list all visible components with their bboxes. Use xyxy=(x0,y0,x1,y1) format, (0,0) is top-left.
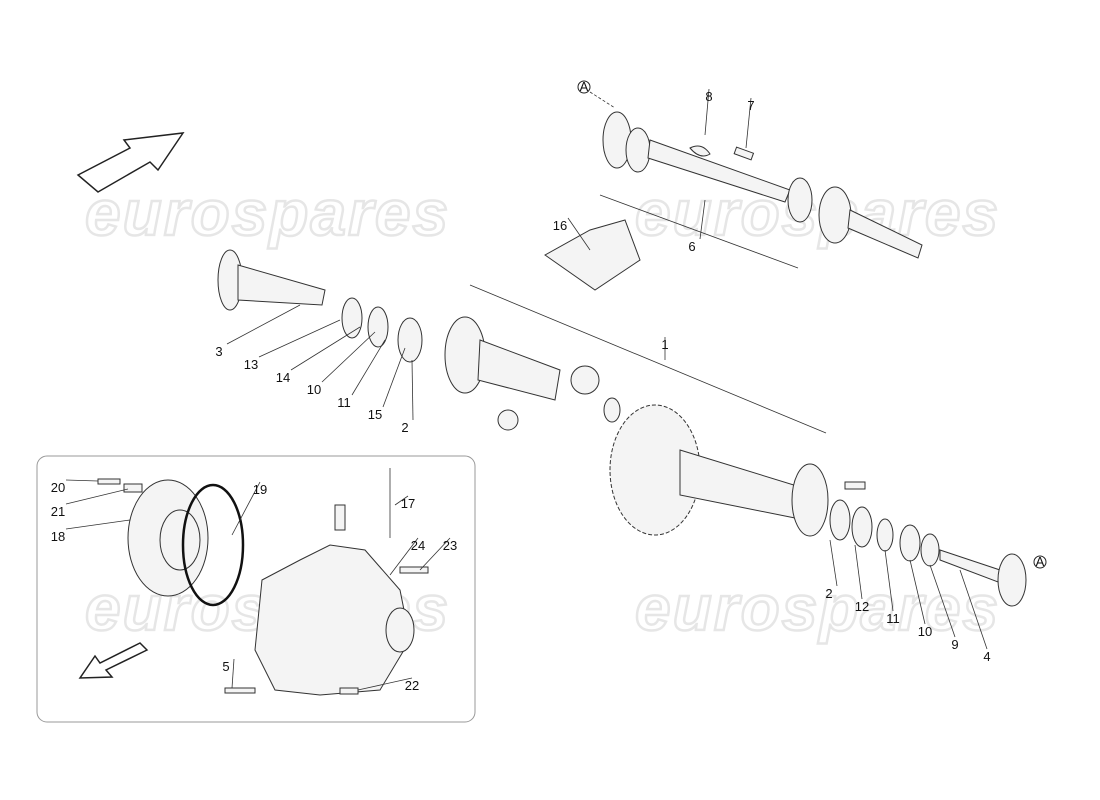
callout-8: 8 xyxy=(705,89,712,104)
direction-arrow-backward-icon xyxy=(78,642,149,679)
direction-arrow-forward-icon xyxy=(76,132,185,193)
leader-line xyxy=(231,481,261,536)
callout-13: 13 xyxy=(244,357,258,372)
watermark: eurospares xyxy=(85,177,450,249)
pin-part-5 xyxy=(224,687,256,694)
leader-line xyxy=(65,519,131,530)
callout-6: 6 xyxy=(688,239,695,254)
callout-19: 19 xyxy=(253,482,267,497)
leader-line xyxy=(351,339,386,396)
callout-17: 17 xyxy=(401,496,415,511)
callout-20: 20 xyxy=(51,480,65,495)
callout-15: 15 xyxy=(368,407,382,422)
housing-inset-panel xyxy=(36,455,476,723)
leader-line xyxy=(231,658,235,689)
callout-7: 7 xyxy=(747,98,754,113)
callout-9: 9 xyxy=(951,637,958,652)
reference-mark-a: A xyxy=(1036,554,1045,569)
leader-line xyxy=(854,544,863,600)
watermark: eurospares xyxy=(635,572,1000,644)
leader-line xyxy=(321,331,376,383)
reference-mark-a-icon xyxy=(1033,555,1047,569)
bolt-part-22 xyxy=(339,687,359,695)
callout-18: 18 xyxy=(51,529,65,544)
leader-line xyxy=(290,326,361,371)
group-bracket-line xyxy=(469,284,827,434)
leader-line xyxy=(411,359,414,421)
washer-part-21 xyxy=(123,483,143,493)
leader-line xyxy=(829,539,838,587)
callout-4: 4 xyxy=(983,649,990,664)
clip-part-8 xyxy=(689,145,711,157)
callout-2: 2 xyxy=(401,420,408,435)
bolt-part-20 xyxy=(97,478,121,485)
group-bracket-line xyxy=(599,194,799,269)
leader-line xyxy=(258,319,341,358)
halfshaft-part-6 xyxy=(602,111,923,259)
callout-11: 11 xyxy=(886,611,900,626)
callout-14: 14 xyxy=(276,370,290,385)
reference-mark-a-icon xyxy=(577,80,591,94)
callout-1: 1 xyxy=(661,337,668,352)
bearing-rings-left xyxy=(341,297,423,363)
watermark: eurospares xyxy=(635,177,1000,249)
leader-line xyxy=(65,479,99,482)
leader-line xyxy=(745,97,752,149)
gearbox-housing xyxy=(254,544,415,696)
leader-line xyxy=(394,495,409,506)
leader-line xyxy=(929,564,956,638)
leader-line xyxy=(884,549,894,612)
bolt-part-23 xyxy=(399,566,429,574)
callout-3: 3 xyxy=(215,344,222,359)
callout-11: 11 xyxy=(337,395,351,410)
leader-line xyxy=(567,217,591,251)
leader-line xyxy=(699,199,706,240)
callout-24: 24 xyxy=(411,538,425,553)
ring-gear xyxy=(609,404,866,537)
callout-22: 22 xyxy=(405,678,419,693)
leader-line xyxy=(909,559,926,625)
callout-10: 10 xyxy=(307,382,321,397)
o-ring-part-19 xyxy=(181,483,245,607)
bearing-rings-right xyxy=(829,499,940,567)
bolt-part-7 xyxy=(733,146,755,161)
callout-10: 10 xyxy=(918,624,932,639)
callout-2: 2 xyxy=(825,586,832,601)
leader-line xyxy=(357,677,413,691)
leader-line xyxy=(65,488,129,505)
leader-line xyxy=(419,537,451,571)
output-shaft-part-4 xyxy=(939,549,1027,607)
callout-21: 21 xyxy=(51,504,65,519)
leader-line xyxy=(382,347,406,408)
leader-line xyxy=(226,304,301,345)
callout-16: 16 xyxy=(553,218,567,233)
differential-case-left xyxy=(444,316,621,431)
sensor-part-17 xyxy=(334,504,346,531)
heat-shield-part-16 xyxy=(544,219,641,291)
leader-line xyxy=(959,569,988,650)
reference-mark-a: A xyxy=(580,79,589,94)
callout-12: 12 xyxy=(855,599,869,614)
output-shaft-part-3 xyxy=(217,249,326,311)
callout-23: 23 xyxy=(443,538,457,553)
callout-5: 5 xyxy=(222,659,229,674)
leader-line xyxy=(389,537,419,576)
leader-line xyxy=(704,88,710,136)
